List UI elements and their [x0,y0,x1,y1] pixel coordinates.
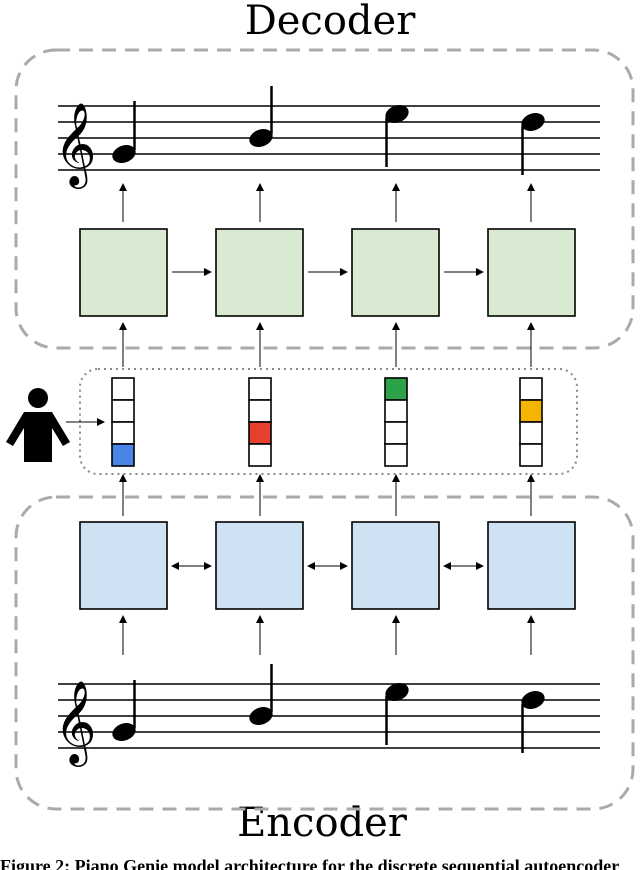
button-column-4 [519,377,543,467]
button-column-1 [111,377,135,467]
button-cell [384,399,408,423]
decoder-staff [58,105,600,171]
button-columns [111,377,543,467]
decoder-region [14,48,635,350]
button-cell [248,443,272,467]
button-cell [248,399,272,423]
button-cell [384,443,408,467]
button-cell-active [519,399,543,423]
decoder-note-3 [385,105,409,167]
decoder-cell-3 [351,228,440,317]
encoder-region [14,495,635,811]
button-cell-active [384,377,408,401]
treble-clef-icon: 𝄞 [54,101,97,189]
decoder-cell-1 [79,228,168,317]
encoder-title: Encoder [237,800,408,846]
button-cell-active [111,443,135,467]
encoder-note-1 [112,680,136,741]
encoder-cell-4 [487,521,576,610]
encoder-note-2 [249,664,273,725]
decoder-cell-2 [215,228,304,317]
person-icon [6,388,70,462]
treble-clef-icon: 𝄞 [54,679,97,767]
decoder-note-2 [249,86,273,147]
button-column-2 [248,377,272,467]
encoder-note-3 [385,683,409,745]
decoder-note-1 [112,101,136,163]
button-cell [519,443,543,467]
encoder-note-4 [521,691,545,753]
encoder-cell-3 [351,521,440,610]
encoder-cell-2 [215,521,304,610]
encoder-staff [58,683,600,749]
figure-caption: Figure 2: Piano Genie model architecture… [0,856,619,870]
button-cell-active [248,421,272,445]
decoder-title: Decoder [245,0,417,44]
button-cell [111,377,135,401]
decoder-note-4 [521,113,545,175]
button-cell [519,421,543,445]
button-column-3 [384,377,408,467]
button-cell [111,399,135,423]
decoder-cell-4 [487,228,576,317]
encoder-cell-1 [79,521,168,610]
button-cell [519,377,543,401]
button-cell [384,421,408,445]
button-cell [248,377,272,401]
button-cell [111,421,135,445]
bottleneck-region [79,368,578,475]
